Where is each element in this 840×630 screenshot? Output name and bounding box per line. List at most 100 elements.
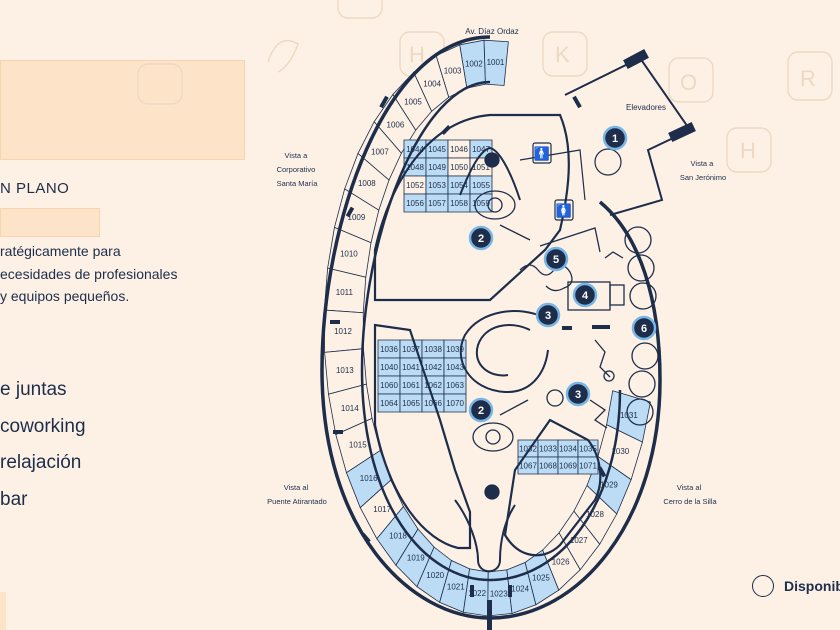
svg-text:O: O xyxy=(680,70,697,95)
office-number: 1019 xyxy=(407,554,425,563)
view-label-jeronimo: Vista a San Jerónimo xyxy=(680,159,726,182)
office-1049[interactable]: 1049 xyxy=(425,157,449,177)
amenity-badge-3[interactable]: 3 xyxy=(535,302,561,328)
office-number: 1025 xyxy=(532,574,550,583)
office-number: 1064 xyxy=(380,399,398,408)
description-line: ratégicamente para xyxy=(0,243,121,259)
background-icon-tiles: H K O R H xyxy=(137,0,833,173)
subtitle-placeholder-block xyxy=(0,208,100,237)
office-number: 1060 xyxy=(380,381,398,390)
office-1058[interactable]: 1058 xyxy=(447,193,471,213)
office-1046[interactable]: 1046 xyxy=(447,139,471,159)
office-1070[interactable]: 1070 xyxy=(443,393,467,413)
office-1050[interactable]: 1050 xyxy=(447,157,471,177)
office-number: 1004 xyxy=(423,79,441,88)
office-1001[interactable]: 1001 xyxy=(483,39,509,86)
amenity-badge-2[interactable]: 2 xyxy=(468,397,494,423)
amenity-badge-1[interactable]: 1 xyxy=(602,125,628,151)
amenity-badge-5[interactable]: 5 xyxy=(543,246,569,272)
badge-number: 1 xyxy=(612,133,618,145)
office-number: 1001 xyxy=(487,58,505,67)
svg-text:🚹: 🚹 xyxy=(534,146,550,161)
office-number: 1040 xyxy=(380,363,398,372)
office-cell[interactable] xyxy=(443,393,467,413)
office-1038[interactable]: 1038 xyxy=(421,339,445,359)
office-1064[interactable]: 1064 xyxy=(377,393,401,413)
amenity-item: relajación xyxy=(0,452,82,473)
office-number: 1006 xyxy=(387,120,405,129)
amenity-badge-3[interactable]: 3 xyxy=(565,381,591,407)
elevators-label: Elevadores xyxy=(626,103,666,112)
office-number: 1037 xyxy=(402,345,420,354)
office-number: 1055 xyxy=(472,181,490,190)
office-1036[interactable]: 1036 xyxy=(377,339,401,359)
office-number: 1051 xyxy=(472,163,490,172)
office-number: 1007 xyxy=(371,148,389,157)
office-number: 1020 xyxy=(426,571,444,580)
office-1041[interactable]: 1041 xyxy=(399,357,423,377)
legend: Disponible xyxy=(752,575,840,597)
svg-text:R: R xyxy=(800,66,816,91)
badge-number: 3 xyxy=(545,310,551,322)
office-number: 1047 xyxy=(472,145,490,154)
office-number: 1021 xyxy=(447,583,465,592)
office-number: 1009 xyxy=(348,213,366,222)
office-number: 1046 xyxy=(450,145,468,154)
office-cell[interactable] xyxy=(577,456,599,475)
office-number: 1038 xyxy=(424,345,442,354)
office-number: 1056 xyxy=(406,199,424,208)
office-1033[interactable]: 1033 xyxy=(537,439,559,458)
office-number: 1022 xyxy=(468,589,486,598)
office-number: 1043 xyxy=(446,363,464,372)
amenity-item: e juntas xyxy=(0,379,67,400)
available-swatch xyxy=(752,575,774,597)
office-1068[interactable]: 1068 xyxy=(537,456,559,475)
amenity-badge-6[interactable]: 6 xyxy=(631,315,657,341)
office-1057[interactable]: 1057 xyxy=(425,193,449,213)
furniture xyxy=(472,152,659,500)
office-number: 1003 xyxy=(444,67,462,76)
street-label: Av. Díaz Ordaz xyxy=(465,27,519,36)
office-number: 1008 xyxy=(358,179,376,188)
office-1052[interactable]: 1052 xyxy=(403,175,427,195)
office-1065[interactable]: 1065 xyxy=(399,393,423,413)
office-number: 1062 xyxy=(424,381,442,390)
office-1034[interactable]: 1034 xyxy=(557,439,579,458)
office-number: 1066 xyxy=(424,399,442,408)
office-1056[interactable]: 1056 xyxy=(403,193,427,213)
office-number: 1027 xyxy=(570,536,588,545)
office-number: 1035 xyxy=(579,445,597,454)
office-number: 1071 xyxy=(579,462,597,471)
southeast-pod-wall xyxy=(503,418,602,557)
office-1053[interactable]: 1053 xyxy=(425,175,449,195)
office-number: 1068 xyxy=(539,462,557,471)
office-1012[interactable]: 1012 xyxy=(323,309,364,353)
office-number: 1014 xyxy=(341,404,359,413)
description-line: y equipos pequeños. xyxy=(0,288,130,304)
office-number: 1067 xyxy=(519,462,537,471)
north-pod-wall xyxy=(373,113,570,302)
office-1071[interactable]: 1071 xyxy=(577,456,599,475)
inner-ring-wall xyxy=(360,80,622,582)
amenity-badge-2[interactable]: 2 xyxy=(468,225,494,251)
office-1040[interactable]: 1040 xyxy=(377,357,401,377)
svg-text:H: H xyxy=(409,42,425,67)
office-number: 1057 xyxy=(428,199,446,208)
header-placeholder-block xyxy=(0,60,245,160)
office-1035[interactable]: 1035 xyxy=(577,439,599,458)
office-number: 1058 xyxy=(450,199,468,208)
office-number: 1026 xyxy=(552,557,570,566)
office-1063[interactable]: 1063 xyxy=(443,375,467,395)
office-1060[interactable]: 1060 xyxy=(377,375,401,395)
office-number: 1069 xyxy=(559,462,577,471)
office-1069[interactable]: 1069 xyxy=(557,456,579,475)
office-number: 1061 xyxy=(402,381,420,390)
badge-number: 6 xyxy=(641,323,647,335)
office-number: 1033 xyxy=(539,445,557,454)
office-number: 1044 xyxy=(406,145,424,154)
office-1061[interactable]: 1061 xyxy=(399,375,423,395)
office-number: 1063 xyxy=(446,381,464,390)
amenity-badge-4[interactable]: 4 xyxy=(572,282,598,308)
